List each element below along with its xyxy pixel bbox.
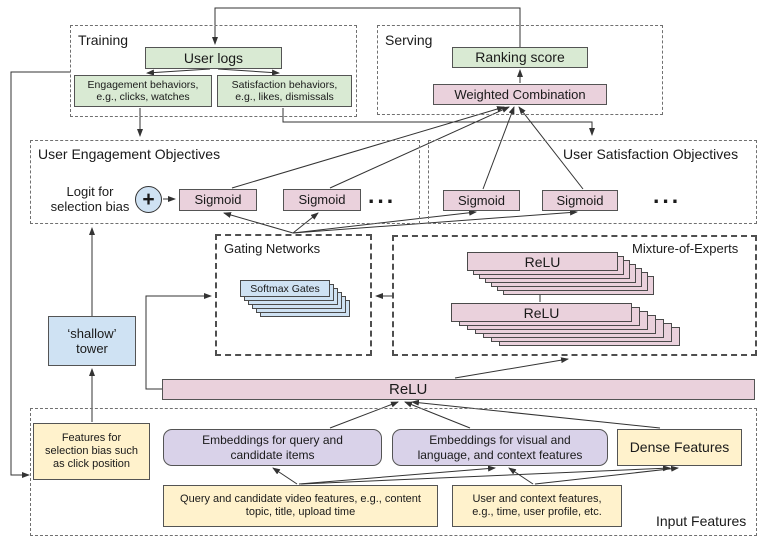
training-group-box <box>70 25 357 117</box>
sigmoid-engagement-2: Sigmoid <box>283 189 361 211</box>
gating-networks-box <box>215 234 372 356</box>
embeddings-query-line2: candidate items <box>230 447 315 462</box>
embeddings-visual-line2: language, and context features <box>417 447 583 462</box>
satisfaction-behaviors-box: Satisfaction behaviors, e.g., likes, dis… <box>217 75 352 107</box>
embeddings-visual-line1: Embeddings for visual and <box>429 433 571 448</box>
satisfaction-objectives-box <box>428 140 757 224</box>
expert-stack-bottom: ReLU <box>451 303 681 347</box>
input-features-box <box>30 408 757 536</box>
engagement-ellipsis: ... <box>368 182 397 208</box>
serving-group-box <box>377 25 663 115</box>
sigmoid-label: Sigmoid <box>556 192 604 208</box>
sigmoid-label: Sigmoid <box>458 192 505 208</box>
weighted-combination-label: Weighted Combination <box>454 86 586 102</box>
sigmoid-satisfaction-2: Sigmoid <box>542 190 618 211</box>
softmax-gates-stack: Softmax Gates <box>240 280 352 319</box>
shared-relu-label: ReLU <box>389 380 428 398</box>
embeddings-query-box: Embeddings for query and candidate items <box>163 429 382 466</box>
selection-bias-features-box: Features for selection bias such as clic… <box>33 423 150 480</box>
arrow-user-to-embvisual <box>508 467 534 485</box>
plus-add-icon: + <box>135 186 162 213</box>
engagement-behaviors-box: Engagement behaviors, e.g., clicks, watc… <box>74 75 212 107</box>
arrow-query-to-embvisual <box>298 465 496 485</box>
expert-bottom-relu-label: ReLU <box>523 304 560 321</box>
selection-bias-line1: Features for <box>61 432 122 445</box>
arrow-userlogs-to-engagement <box>146 68 211 76</box>
selection-bias-line3: as click position <box>52 457 131 470</box>
user-features-line2: e.g., time, user profile, etc. <box>472 506 602 518</box>
ranking-score-box: Ranking score <box>452 47 588 68</box>
expert-stack-top: ReLU <box>467 252 655 296</box>
ranking-score-label: Ranking score <box>475 49 565 66</box>
arrow-satisfaction-to-objectives <box>282 108 595 136</box>
query-features-line1: Query and candidate video features, e.g.… <box>180 493 421 506</box>
shallow-tower-line1: ‘shallow’ <box>67 325 117 341</box>
logit-line2: selection bias <box>50 199 130 214</box>
embeddings-query-line1: Embeddings for query and <box>202 433 343 448</box>
dense-features-box: Dense Features <box>617 429 742 466</box>
mixture-of-experts-title: Mixture-of-Experts <box>632 241 739 256</box>
shallow-tower-line2: tower <box>76 341 108 356</box>
weighted-combination-box: Weighted Combination <box>433 84 607 105</box>
arrow-relu-to-moe <box>454 357 569 379</box>
arrow-rankingscore-to-userlogs <box>212 7 521 47</box>
user-logs-label: User logs <box>183 49 244 66</box>
satisfaction-behaviors-line2: e.g., likes, dismissals <box>235 91 334 103</box>
engagement-objectives-title: User Engagement Objectives <box>38 146 221 162</box>
selection-bias-line2: selection bias such <box>45 445 138 458</box>
arrow-embquery-to-relu <box>329 401 399 429</box>
arrow-query-to-embquery <box>272 467 298 485</box>
engagement-objectives-box <box>30 140 420 224</box>
arrow-query-to-dense <box>300 465 671 485</box>
arrow-sigmoid3-to-wc <box>482 106 515 190</box>
satisfaction-objectives-title: User Satisfaction Objectives <box>563 146 739 162</box>
user-features-line1: User and context features, <box>472 493 602 506</box>
softmax-gates-label: Softmax Gates <box>250 282 320 295</box>
query-features-box: Query and candidate video features, e.g.… <box>163 485 438 527</box>
user-features-box: User and context features, e.g., time, u… <box>452 485 622 527</box>
engagement-behaviors-line2: e.g., clicks, watches <box>96 91 190 103</box>
sigmoid-satisfaction-1: Sigmoid <box>443 190 520 211</box>
dense-features-label: Dense Features <box>629 439 730 456</box>
arrow-gate-to-sigmoid4 <box>292 209 578 234</box>
embeddings-visual-box: Embeddings for visual and language, and … <box>392 429 608 466</box>
arrow-gate-to-sigmoid3 <box>292 209 477 234</box>
sigmoid-label: Sigmoid <box>298 192 346 208</box>
expert-top-relu-label: ReLU <box>524 253 561 270</box>
arrow-relu-to-gating <box>145 293 212 390</box>
user-logs-box: User logs <box>145 47 282 69</box>
arrow-userlogs-to-satisfaction <box>217 68 280 76</box>
input-features-title: Input Features <box>656 513 747 529</box>
satisfaction-ellipsis: ... <box>653 182 682 208</box>
shallow-tower-box: ‘shallow’ tower <box>48 316 136 366</box>
serving-title: Serving <box>385 32 433 48</box>
shared-relu-bar: ReLU <box>162 379 755 400</box>
gating-networks-title: Gating Networks <box>224 241 321 256</box>
arrow-embvisual-to-relu <box>404 401 471 429</box>
engagement-behaviors-line1: Engagement behaviors, <box>87 78 199 91</box>
plus-sign: + <box>142 188 155 211</box>
arrow-user-to-dense <box>534 465 679 485</box>
mixture-of-experts-box <box>392 235 757 356</box>
sigmoid-label: Sigmoid <box>194 192 242 208</box>
arrow-dense-to-relu <box>411 399 661 429</box>
sigmoid-engagement-1: Sigmoid <box>179 189 257 211</box>
satisfaction-behaviors-line1: Satisfaction behaviors, <box>231 78 338 91</box>
arrow-sigmoid1-to-wc <box>231 106 505 189</box>
logit-selection-bias-label: Logit for selection bias <box>40 184 140 214</box>
query-features-line2: topic, title, upload time <box>245 506 356 518</box>
arrow-training-to-biasfeatures <box>10 71 70 478</box>
training-title: Training <box>78 32 129 48</box>
logit-line1: Logit for <box>66 184 114 199</box>
arrow-sigmoid4-to-wc <box>518 106 584 190</box>
